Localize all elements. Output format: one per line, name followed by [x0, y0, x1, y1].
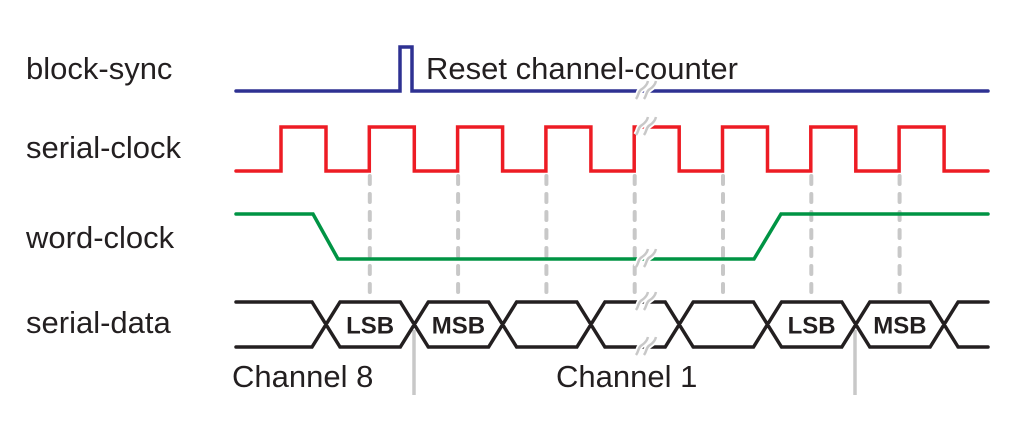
- break-mark-icon: [642, 80, 658, 100]
- break-mark-icon: [642, 116, 658, 136]
- break-mark-icon: [642, 336, 658, 356]
- signal-label-serial-clock: serial-clock: [26, 130, 182, 165]
- data-word-label: LSB: [346, 313, 394, 340]
- reset-channel-counter-note: Reset channel-counter: [426, 51, 738, 86]
- break-mark-icon: [642, 248, 658, 268]
- data-word-label: MSB: [432, 313, 485, 340]
- waveform-serial-clock: [234, 125, 990, 173]
- data-word-label: MSB: [873, 313, 926, 340]
- break-mark-icon: [634, 291, 650, 311]
- clock-edge-guides: [367, 174, 902, 294]
- channel-8-label: Channel 8: [232, 359, 373, 394]
- signal-label-serial-data: serial-data: [26, 305, 171, 340]
- break-mark-icon: [634, 116, 650, 136]
- data-word-label: LSB: [788, 313, 836, 340]
- break-mark-icon: [634, 248, 650, 268]
- waveform-serial-data: [234, 300, 990, 349]
- break-mark-icon: [634, 80, 650, 100]
- break-mark-icon: [634, 336, 650, 356]
- waveform-word-clock: [234, 212, 990, 261]
- waveform-block-sync: [234, 45, 990, 93]
- signal-label-word-clock: word-clock: [25, 220, 175, 255]
- break-mark-icon: [642, 291, 658, 311]
- data-word-labels: LSB MSB LSB MSB: [346, 313, 926, 340]
- signal-label-block-sync: block-sync: [26, 51, 172, 86]
- channel-1-label: Channel 1: [556, 359, 697, 394]
- time-break-marks: [633, 80, 659, 357]
